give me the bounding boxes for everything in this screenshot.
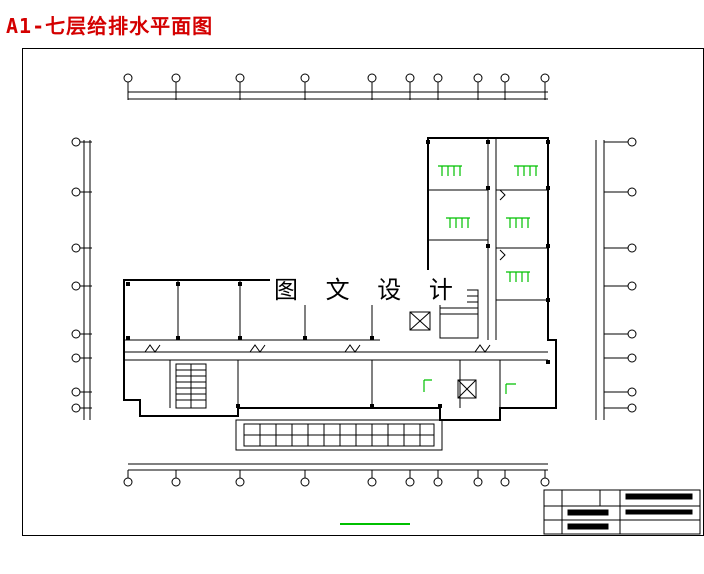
grid-bubble-10 (540, 477, 550, 487)
grid-bubble-B (71, 187, 81, 197)
drawing-title: A1-七层给排水平面图 (6, 14, 214, 38)
grid-bubble-9 (500, 73, 510, 83)
grid-bubble-7 (433, 73, 443, 83)
grid-bubble-9 (500, 477, 510, 487)
grid-bubble-8 (473, 73, 483, 83)
grid-bubble-5 (367, 477, 377, 487)
grid-bubble-6 (405, 73, 415, 83)
grid-bubble-B (627, 187, 637, 197)
grid-bubble-4 (300, 477, 310, 487)
grid-bubble-5 (367, 73, 377, 83)
grid-bubble-4 (300, 73, 310, 83)
grid-bubble-A (627, 137, 637, 147)
grid-bubble-2 (171, 73, 181, 83)
grid-bubble-E (71, 329, 81, 339)
grid-bubble-2 (171, 477, 181, 487)
grid-bubble-A (71, 137, 81, 147)
grid-bubble-C (71, 243, 81, 253)
grid-bubble-E (627, 329, 637, 339)
grid-bubble-1 (123, 477, 133, 487)
grid-bubble-D (71, 281, 81, 291)
grid-bubble-10 (540, 73, 550, 83)
grid-bubble-1 (123, 73, 133, 83)
grid-bubble-F (71, 353, 81, 363)
grid-bubble-7 (433, 477, 443, 487)
grid-bubble-F (627, 353, 637, 363)
grid-bubble-3 (235, 73, 245, 83)
grid-bubble-6 (405, 477, 415, 487)
grid-bubble-C (627, 243, 637, 253)
grid-bubble-H (71, 403, 81, 413)
grid-bubble-G (71, 387, 81, 397)
grid-bubble-8 (473, 477, 483, 487)
watermark-text: 图 文 设 计 (270, 270, 467, 305)
grid-bubble-H (627, 403, 637, 413)
grid-bubble-3 (235, 477, 245, 487)
grid-bubble-D (627, 281, 637, 291)
grid-bubble-G (627, 387, 637, 397)
